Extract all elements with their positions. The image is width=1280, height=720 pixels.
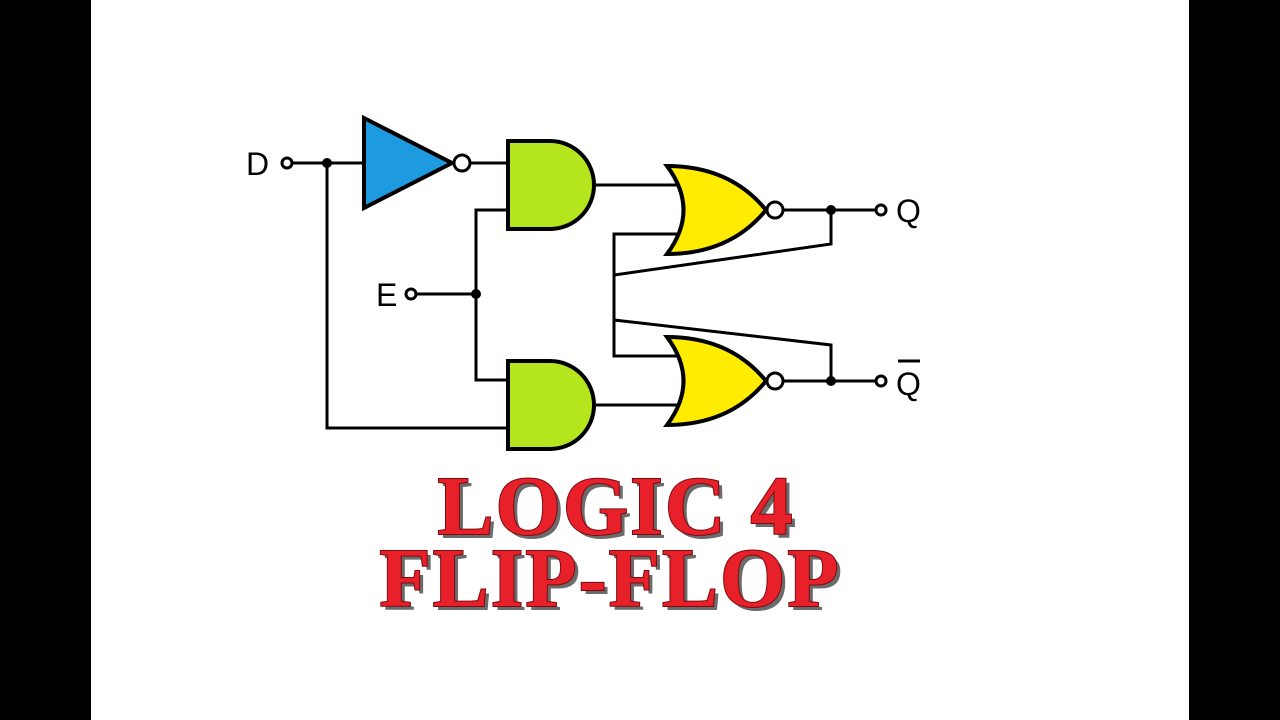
nor-gate-lower-bubble — [765, 371, 785, 391]
nor-gate-upper — [663, 163, 785, 257]
label-d: D — [246, 146, 269, 182]
title-line2: FLIP-FLOP — [379, 532, 840, 625]
nor-gate-upper-bubble — [765, 200, 785, 220]
nor-gate-upper-body — [663, 163, 769, 257]
label-e: E — [376, 277, 397, 313]
and-gate-upper — [506, 139, 596, 231]
title-block: LOGIC 4 LOGIC 4 FLIP-FLOP FLIP-FLOP — [378, 459, 844, 629]
terminals — [280, 156, 888, 388]
terminal-q — [874, 203, 888, 217]
wire-feedback-qbar-to-nor1 — [612, 232, 833, 381]
wire-d-branch — [325, 163, 510, 430]
junction-d — [322, 158, 332, 168]
not-gate-bubble — [452, 153, 472, 173]
nor-gate-lower-body — [663, 334, 769, 428]
title-line2-shadow: FLIP-FLOP — [383, 536, 844, 629]
terminal-qbar — [874, 374, 888, 388]
not-gate-body — [362, 114, 457, 212]
canvas — [91, 0, 1189, 720]
nor-gate-lower — [663, 334, 785, 428]
terminal-d — [280, 156, 294, 170]
wires — [292, 161, 876, 430]
wire-enable-bus — [474, 208, 510, 382]
label-q-bar: Q — [896, 366, 921, 402]
title-line1-shadow: LOGIC 4 — [441, 464, 798, 557]
not-gate — [362, 114, 472, 212]
junction-q — [826, 205, 836, 215]
junction-qbar — [826, 376, 836, 386]
junctions — [322, 158, 836, 386]
terminal-e — [404, 287, 418, 301]
label-q: Q — [896, 193, 921, 229]
junction-e — [471, 289, 481, 299]
and-gate-lower — [506, 359, 596, 451]
title-line1: LOGIC 4 — [437, 460, 794, 553]
